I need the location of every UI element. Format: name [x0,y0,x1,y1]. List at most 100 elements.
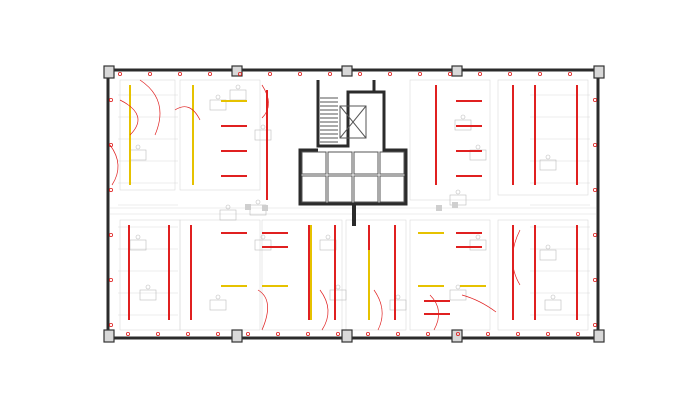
chair [235,84,241,90]
light-fixture-icon [394,225,396,320]
elevator-icon [339,105,367,139]
desk-cluster [329,289,347,301]
chair [325,234,331,240]
desk-cluster [254,129,272,141]
sensor-icon [297,72,302,77]
column-icon [341,65,353,77]
desk-cluster [469,239,487,251]
desk-cluster [539,249,557,261]
sensor-icon [417,72,422,77]
partition-zone [345,219,407,331]
light-fixture-icon [418,232,444,234]
light-fixture-icon [221,150,247,152]
light-fixture-icon [460,285,486,287]
light-fixture-icon [456,100,482,102]
light-fixture-icon [534,85,536,185]
chair [550,294,556,300]
sensor-icon [327,72,332,77]
sensor-icon [357,72,362,77]
door-swing-icon [429,294,439,331]
door-swing-icon [119,99,139,136]
sensor-icon [593,98,598,103]
column-block [452,202,458,208]
light-fixture-icon [308,225,310,320]
light-fixture-icon [456,125,482,127]
chair [215,294,221,300]
column-icon [103,65,115,79]
chair [135,234,141,240]
chair [460,114,466,120]
door-swing-icon [319,289,329,331]
sensor-icon [507,72,512,77]
partition-zone [119,79,176,191]
sensor-icon [155,331,160,336]
light-fixture-icon [456,246,482,248]
sensor-icon [275,331,280,336]
sensor-icon [516,331,521,336]
light-fixture-icon [424,313,450,315]
sensor-icon [215,331,220,336]
furniture-layer [129,84,562,311]
light-fixture-icon [334,225,336,320]
core-room [301,151,327,175]
sensor-icon [126,331,131,336]
door-swing-icon [257,289,268,331]
desk-cluster [129,239,147,251]
door-swing-icon [373,289,383,331]
sensor-icon [185,331,190,336]
sensor-icon [387,72,392,77]
light-fixture-icon [576,85,578,185]
core-room [327,151,353,175]
light-fixture-icon [266,90,268,200]
desk-cluster [254,239,272,251]
sensor-icon [207,72,212,77]
sensor-icon [267,72,272,77]
columns-layer [103,65,605,343]
chair [260,124,266,130]
sensor-icon [593,277,598,282]
door-swing-icon [109,144,119,186]
chair [475,234,481,240]
sensor-icon [485,331,490,336]
light-fixture-icon [310,225,312,320]
sensor-icon [455,331,460,336]
stair-icon [320,97,338,143]
core-room [353,175,379,203]
chair [145,284,151,290]
sensor-icon [147,72,152,77]
sensor-icon [237,72,242,77]
elevator-cross-b [339,105,367,139]
light-fixture-icon [512,85,514,185]
sensor-icon [109,232,114,237]
partition-zone [261,219,343,331]
light-fixture-icon [262,232,288,234]
light-fixture-icon [192,85,194,185]
chair [455,189,461,195]
sensor-icon [109,322,114,327]
partition-zone [497,79,589,196]
desk-cluster [219,209,237,221]
chair [475,144,481,150]
sensor-icon [568,72,573,77]
light-fixture-icon [221,100,247,102]
core-wall-bottom [298,90,408,206]
light-fixture-icon [418,285,444,287]
chair [335,284,341,290]
door-swing-icon [261,84,269,119]
desk-cluster [129,149,147,161]
partition-zone [497,219,589,331]
core-room [353,151,379,175]
building-outline [106,68,600,340]
desk-cluster [139,289,157,301]
light-fixture-icon [221,232,247,234]
sensor-icon [118,72,123,77]
core-room [301,175,327,203]
light-fixture-icon [456,150,482,152]
chair [135,144,141,150]
column-icon [231,329,243,343]
sensor-icon [109,187,114,192]
column-block [436,205,442,211]
sensor-icon [109,277,114,282]
core-room [379,151,405,175]
